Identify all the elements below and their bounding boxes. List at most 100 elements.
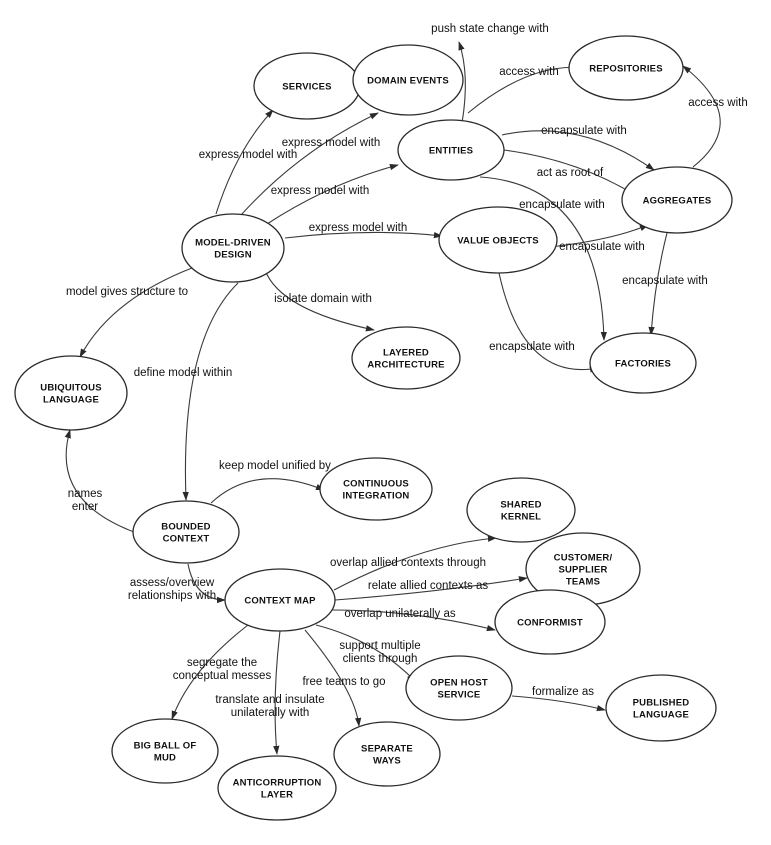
edge-label-overlap-unilaterally: overlap unilaterally as xyxy=(344,608,455,620)
edge-label-define-model-within: define model within xyxy=(134,367,232,379)
node-title-line: AGGREGATES xyxy=(643,196,712,207)
node-services[interactable]: SERVICES xyxy=(253,52,361,120)
node-title-line: UBIQUITOUS xyxy=(40,383,101,394)
edge-label-express-model-entities: express model with xyxy=(271,185,369,197)
node-title-line: DESIGN xyxy=(214,250,252,261)
node-title-line: BOUNDED xyxy=(161,522,210,533)
edge-label-express-model-values: express model with xyxy=(309,222,407,234)
node-repositories[interactable]: REPOSITORIES xyxy=(568,35,684,101)
node-title-line: MUD xyxy=(154,753,176,764)
node-title-line: CUSTOMER/ xyxy=(554,553,613,564)
edge-model-gives-structure xyxy=(79,267,193,358)
edge-label-support-multiple: clients through xyxy=(343,653,418,665)
edge-translate-insulate xyxy=(273,630,281,755)
edge-free-teams xyxy=(304,629,362,727)
node-title-line: TEAMS xyxy=(566,577,600,588)
edge-label-names-enter: enter xyxy=(72,501,98,513)
node-title-line: MODEL-DRIVEN xyxy=(195,238,271,249)
node-title-line: LAYERED xyxy=(383,348,429,359)
node-domain-events[interactable]: DOMAIN EVENTS xyxy=(352,44,464,116)
node-title-line: CONTINUOUS xyxy=(343,479,409,490)
edge-label-names-enter: names xyxy=(68,488,103,500)
node-factories[interactable]: FACTORIES xyxy=(589,332,697,394)
node-value-objects[interactable]: VALUE OBJECTS xyxy=(438,206,558,274)
node-title-line: CONFORMIST xyxy=(517,618,583,629)
node-aggregates[interactable]: AGGREGATES xyxy=(621,166,733,234)
edge-overlap-allied xyxy=(333,535,497,591)
edge-label-formalize-as: formalize as xyxy=(532,686,594,698)
edge-encapsulate-values-factories xyxy=(498,272,599,373)
edge-label-express-model-services: express model with xyxy=(199,149,297,161)
edge-isolate-domain xyxy=(264,269,375,332)
edge-label-overlap-allied: overlap allied contexts through xyxy=(330,557,486,569)
node-title-line: WAYS xyxy=(373,756,401,767)
edge-label-push-state-change: push state change with xyxy=(431,23,549,35)
node-title-line: LANGUAGE xyxy=(43,395,99,406)
edge-access-with-aggregates xyxy=(682,65,721,168)
edge-label-free-teams: free teams to go xyxy=(302,676,385,688)
edge-label-segregate: segregate the xyxy=(187,657,257,669)
edge-define-model-within xyxy=(182,282,239,501)
edge-label-assess-overview: relationships with xyxy=(128,590,216,602)
edge-express-model-values xyxy=(284,231,443,239)
edge-encapsulate-entities-factories xyxy=(479,176,607,341)
node-title-line: SEPARATE xyxy=(361,744,413,755)
node-title-line: SERVICES xyxy=(282,82,331,93)
node-title-line: ENTITIES xyxy=(429,146,473,157)
edge-label-support-multiple: support multiple xyxy=(339,640,420,652)
edge-names-enter xyxy=(64,429,135,533)
edge-label-act-as-root: act as root of xyxy=(537,167,604,179)
edge-express-model-events xyxy=(240,112,379,216)
edge-label-assess-overview: assess/overview xyxy=(130,577,215,589)
edge-label-express-model-events: express model with xyxy=(282,137,380,149)
edge-label-relate-allied: relate allied contexts as xyxy=(368,580,488,592)
node-title-line: KERNEL xyxy=(501,512,541,523)
edge-label-access-with-entities: access with xyxy=(499,66,558,78)
edge-keep-model-unified xyxy=(210,478,325,504)
edge-assess-overview xyxy=(187,563,226,604)
node-entities[interactable]: ENTITIES xyxy=(397,119,505,181)
node-title-line: LANGUAGE xyxy=(633,710,689,721)
edge-label-segregate: conceptual messes xyxy=(173,670,272,682)
node-title-line: REPOSITORIES xyxy=(589,64,663,75)
node-title-line: DOMAIN EVENTS xyxy=(367,76,449,87)
edge-encapsulate-aggregates-factories xyxy=(648,232,668,336)
node-title-line: OPEN HOST xyxy=(430,678,488,689)
edge-label-translate-insulate: unilaterally with xyxy=(231,707,310,719)
edge-encapsulate-entities-aggregates xyxy=(501,130,655,171)
node-title-line: BIG BALL OF xyxy=(134,741,197,752)
edge-encapsulate-values-aggregates xyxy=(549,224,649,248)
edge-support-multiple xyxy=(315,624,416,682)
node-title-line: VALUE OBJECTS xyxy=(457,236,539,247)
node-title-line: SUPPLIER xyxy=(558,565,607,576)
node-title-line: FACTORIES xyxy=(615,359,671,370)
edge-label-translate-insulate: translate and insulate xyxy=(215,694,324,706)
edge-label-isolate-domain: isolate domain with xyxy=(274,293,372,305)
node-title-line: ANTICORRUPTION xyxy=(233,778,322,789)
node-conformist[interactable]: CONFORMIST xyxy=(494,589,606,655)
edge-formalize-as xyxy=(511,695,606,712)
edge-overlap-unilaterally xyxy=(331,609,496,632)
node-title-line: LAYER xyxy=(261,790,293,801)
edge-push-state-change xyxy=(458,41,466,124)
edge-label-encapsulate-values-factories: encapsulate with xyxy=(489,341,575,353)
edge-express-model-services xyxy=(215,109,274,215)
node-title-line: CONTEXT xyxy=(163,534,210,545)
node-title-line: SHARED xyxy=(500,500,541,511)
node-context-map[interactable]: CONTEXT MAP xyxy=(224,568,336,632)
edge-label-encapsulate-entities-aggregates: encapsulate with xyxy=(541,125,627,137)
